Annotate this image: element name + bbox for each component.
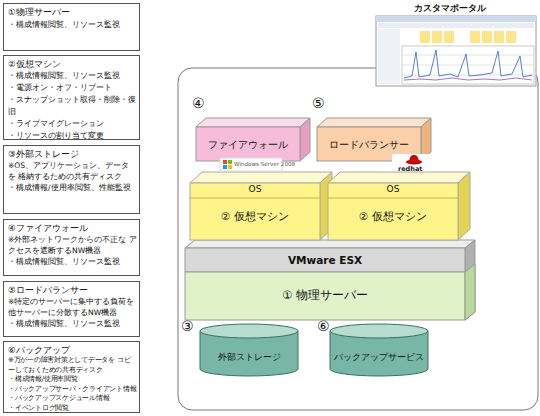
screenshot-header [378,23,534,28]
box-item: ・構成情報閲覧、リソース監視 [8,18,137,31]
band-side [465,240,475,320]
component-box: ファイアウォール [196,127,300,161]
slab-top [190,172,332,183]
band-front [185,248,465,272]
box-item: ・イベントログ閲覧 [8,404,137,414]
info-box: ⑤ロードバランサー※特定のサーバーに集中する負荷を 他サーバーに分散するNW機器… [3,281,140,337]
box-item: ※特定のサーバーに集中する負荷を 他サーバーに分散するNW機器 [8,296,137,318]
box-item: ・リソースの割り当て変更 [8,130,137,142]
windows-logo [228,165,232,169]
cylinder-top [330,324,428,338]
slab-top [196,118,310,127]
info-box: ④ファイアウォール※外部ネットワークからの不正な アクセスを遮断するNW機器・構… [3,219,140,276]
server-side [465,264,475,320]
callout-number: ⑥ [317,318,330,334]
box-heading: ②仮想マシン [8,58,137,70]
component-label: ファイアウォール [196,138,300,151]
component-label: ② 仮想マシン [190,210,320,223]
component-label: redhat [398,165,422,173]
component-box: redhatOS ② 仮想マシン [328,155,458,240]
slab-side [300,118,310,161]
box-heading: ④ファイアウォール [8,222,137,234]
component-label: カスタマポータル [414,3,486,14]
box-item: ・バックアップサーバ・クライアント情報 [8,385,137,395]
callout-number: ③ [181,318,194,334]
info-box: ①物理サーバー・構成情報閲覧、リソース監視 [3,3,140,51]
chart-line [404,50,532,78]
callout-number: ⑤ [312,95,325,111]
info-box: ⑥バックアップ※万が一の障害対策としてデータを コピーしておくための共有ディスク… [3,341,140,413]
info-box: ②仮想マシン・構成情報閲覧、リソース監視・電源オン・オフ・リブート・スナップショ… [3,55,140,140]
component-box: ① 物理サーバー [185,272,465,320]
component-label: Windows Server 2008 [234,161,295,168]
screenshot-cell [470,31,480,43]
slab-top [328,172,470,183]
layer-line [328,198,458,199]
chart-grid [402,55,534,75]
component-label: ロードバランサー [317,138,421,151]
screenshot-cell [494,31,504,43]
callout-number: ④ [192,95,205,111]
slab-front [328,183,458,240]
component-box: ロードバランサー [317,127,421,161]
screenshot-cell [506,31,516,43]
screenshot-titlebar [376,16,536,22]
screenshot-chart [402,46,534,84]
layer-line [190,198,320,199]
slab-front [190,183,320,240]
info-box: ③外部ストレージ※OS、アプリケーション、データを 格納するための共有ディスク・… [3,145,140,214]
cylinder-top [200,324,298,338]
box-item: ・構成情報/使用率閲覧 [8,375,137,385]
slab-front [196,127,300,161]
component-label: ② 仮想マシン [328,210,458,223]
windows-logo [223,160,227,164]
component-label: OS [190,184,320,195]
component-box: カスタマポータル [376,0,536,16]
screenshot-frame [376,16,536,86]
box-item: ※万が一の障害対策としてデータを コピーしておくための共有ディスク [8,356,137,375]
chart-line [404,78,532,80]
component-label: ① 物理サーバー [185,288,465,302]
component-box: バックアップサービス [330,340,428,374]
box-item: ※外部ネットワークからの不正な アクセスを遮断するNW機器 [8,234,137,256]
box-heading: ⑥バックアップ [8,344,137,356]
component-label: バックアップサービス [330,352,428,363]
redhat-logo [409,155,419,162]
box-item: ・スナップショット取得・削除・復旧 [8,94,137,118]
box-item: ・構成情報閲覧、リソース監視 [8,70,137,82]
box-item: ・電源オン・オフ・リブート [8,82,137,94]
box-heading: ③外部ストレージ [8,148,137,160]
slab-side [458,172,470,240]
box-item: ・構成情報閲覧、リソース監視 [8,256,137,267]
windows-logo [223,165,227,169]
component-label: OS [328,184,458,195]
box-heading: ⑤ロードバランサー [8,284,137,296]
screenshot-cell [432,31,442,43]
screenshot-nav [378,29,400,84]
slab-top [317,118,431,127]
box-item: ・構成情報/使用率閲覧、性能監視 [8,182,137,193]
component-label: VMware ESX [185,254,465,267]
component-label: 外部ストレージ [200,352,298,363]
component-box: 外部ストレージ [200,340,298,374]
component-box: Windows Server 2008OS ② 仮想マシン [190,155,320,240]
box-heading: ①物理サーバー [8,6,137,18]
screenshot-cell [420,31,430,43]
component-box: VMware ESX [185,248,465,272]
windows-logo [228,160,232,164]
box-item: ・バックアップスケジュール情報 [8,394,137,404]
box-item: ・ライブマイグレーション [8,118,137,130]
box-item: ※OS、アプリケーション、データを 格納するための共有ディスク [8,160,137,182]
box-item: ・構成情報閲覧、リソース監視 [8,318,137,329]
system-frame [178,68,538,410]
band-top [185,240,475,248]
screenshot-cell [444,31,454,43]
server-front [185,272,465,320]
screenshot-cell [482,31,492,43]
